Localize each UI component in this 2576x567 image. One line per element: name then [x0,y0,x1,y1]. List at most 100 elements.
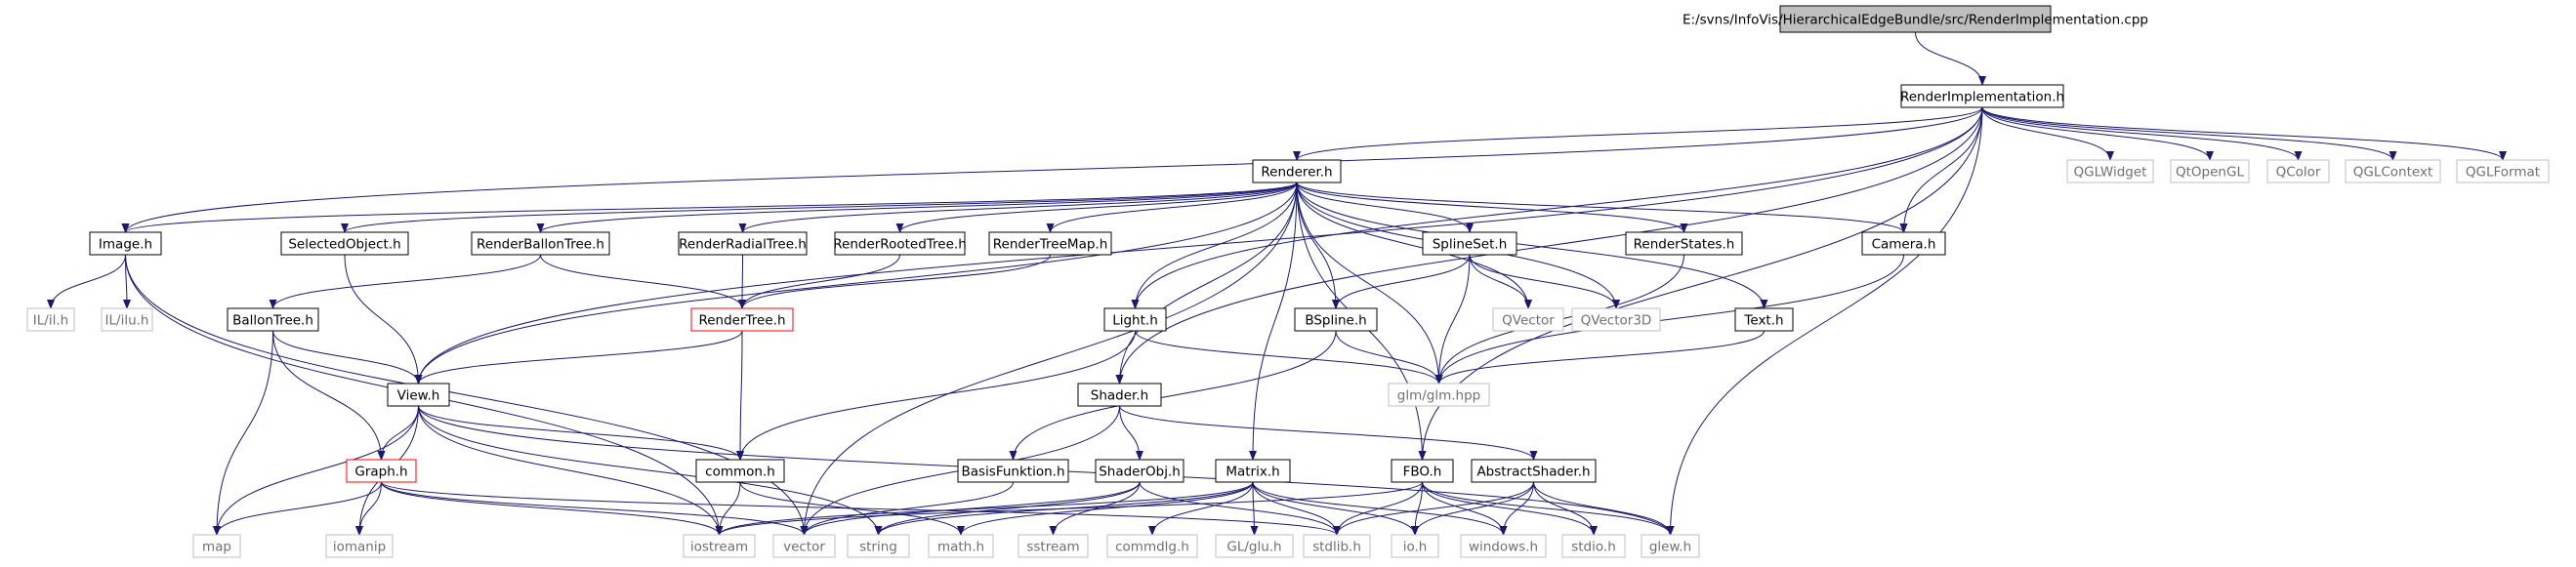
edge-rtreemap-to-rendertree [738,254,1051,309]
edge-shaderobj-to-sstream [1049,481,1141,536]
node-box-rradial [678,231,808,256]
node-label-qtopengl: QtOpenGL [2176,165,2244,181]
node-selobj[interactable]: SelectedObject.h [280,231,409,256]
node-label-abstractshader: AbstractShader.h [1476,465,1590,480]
node-view[interactable]: View.h [387,383,450,407]
edge-selobj-to-view [344,254,423,385]
edge-graph-to-iomanip [355,481,382,536]
edge-rendertree-to-common [736,330,745,461]
node-fbo[interactable]: FBO.h [1391,459,1454,483]
node-rendertree[interactable]: RenderTree.h [690,307,794,332]
node-rtreemap[interactable]: RenderTreeMap.h [988,231,1112,256]
node-shaderobj[interactable]: ShaderObj.h [1095,459,1184,483]
node-label-rtreemap: RenderTreeMap.h [993,237,1108,253]
node-label-qvector: QVector [1502,313,1555,329]
node-renderer[interactable]: Renderer.h [1252,159,1342,183]
node-box-fbo [1391,459,1454,483]
node-box-glew [1641,534,1700,558]
node-sstream: sstream [1018,534,1089,558]
edge-renderer-to-light [1131,182,1298,309]
node-box-matrix [1215,459,1291,483]
edge-ballontree-to-view [272,330,423,385]
node-label-graph: Graph.h [354,465,407,480]
node-rstates[interactable]: RenderStates.h [1625,231,1743,256]
node-rrooted[interactable]: RenderRootedTree.h [833,231,967,256]
node-label-iomanip: iomanip [333,540,386,555]
edge-matrix-to-stdlib [1252,481,1341,536]
node-label-glglu: GL/glu.h [1226,540,1281,555]
node-camera[interactable]: Camera.h [1861,231,1946,256]
edge-renderer-to-selobj [341,182,1298,233]
edge-graph-to-iostream [381,481,724,536]
node-box-rtreemap [988,231,1112,256]
node-label-shaderobj: ShaderObj.h [1099,465,1181,480]
edge-rimpl-to-qcolor [1981,106,2303,161]
edge-graph-to-map [213,481,382,536]
node-abstractshader[interactable]: AbstractShader.h [1471,459,1597,483]
edge-rimpl-to-camera [1899,106,1983,233]
node-box-stdio [1561,534,1626,558]
node-label-common: common.h [705,465,775,480]
edge-ballontree-to-graph [272,330,386,461]
node-label-glm: glm/glm.hpp [1397,388,1480,404]
node-box-rendertree [690,307,794,332]
node-label-root: E:/svns/InfoVis/HierarchicalEdgeBundle/s… [1683,13,2148,28]
node-label-light: Light.h [1112,313,1158,329]
node-text[interactable]: Text.h [1734,307,1794,332]
node-splineset[interactable]: SplineSet.h [1422,231,1517,256]
edge-splineset-to-glm [1434,254,1471,385]
node-light[interactable]: Light.h [1103,307,1167,332]
edge-view-to-map [213,405,419,536]
node-rimpl[interactable]: RenderImplementation.h [1900,84,2064,108]
node-ballontree[interactable]: BallonTree.h [227,307,319,332]
node-root[interactable]: E:/svns/InfoVis/HierarchicalEdgeBundle/s… [1683,5,2148,33]
node-box-graph [346,459,417,483]
node-box-vector [772,534,836,558]
node-box-ilil [26,307,75,332]
node-matrix[interactable]: Matrix.h [1215,459,1291,483]
node-label-selobj: SelectedObject.h [288,237,400,253]
edge-light-to-glm [1135,330,1443,385]
node-windows: windows.h [1460,534,1547,558]
edge-rballon-to-ballontree [269,254,541,309]
edge-splineset-to-qvector [1469,254,1532,309]
node-label-ioh: io.h [1403,540,1428,555]
node-label-rballon: RenderBallonTree.h [477,237,604,253]
node-box-bspline [1294,307,1378,332]
node-box-qvector [1492,307,1564,332]
node-shader[interactable]: Shader.h [1077,383,1162,407]
node-basisf[interactable]: BasisFunktion.h [957,459,1069,483]
node-graph[interactable]: Graph.h [346,459,417,483]
edge-renderer-to-matrix [1249,182,1298,461]
edge-renderer-to-image [121,182,1298,233]
edge-rimpl-to-glew [1666,106,1983,536]
edge-abstractshader-to-ioh [1411,481,1534,536]
node-glm: glm/glm.hpp [1388,383,1490,407]
edge-shader-to-abstractshader [1119,405,1538,461]
node-box-qvector3d [1571,307,1661,332]
node-box-renderer [1252,159,1342,183]
edge-matrix-to-commdlg [1148,481,1254,536]
edge-rendertree-to-view [414,330,743,385]
node-box-rrooted [834,231,966,256]
node-rradial[interactable]: RenderRadialTree.h [678,231,808,256]
node-mathh: math.h [928,534,994,558]
edge-rballon-to-rendertree [540,254,746,309]
node-image[interactable]: Image.h [89,231,162,256]
node-box-rimpl [1900,84,2064,108]
node-bspline[interactable]: BSpline.h [1294,307,1378,332]
edge-view-to-iostream [418,405,724,536]
node-box-light [1103,307,1167,332]
edge-camera-to-glm [1434,254,1904,385]
node-iostream: iostream [683,534,756,558]
node-label-glew: glew.h [1649,540,1691,555]
node-rballon[interactable]: RenderBallonTree.h [471,231,610,256]
node-common[interactable]: common.h [695,459,785,483]
node-label-qglformat: QGLFormat [2466,165,2540,181]
edge-matrix-to-glglu [1250,481,1259,536]
node-box-string [847,534,910,558]
node-stdlib: stdlib.h [1303,534,1371,558]
node-label-basisf: BasisFunktion.h [961,465,1064,480]
edge-renderer-to-splineset [1296,182,1474,233]
node-box-rballon [471,231,610,256]
